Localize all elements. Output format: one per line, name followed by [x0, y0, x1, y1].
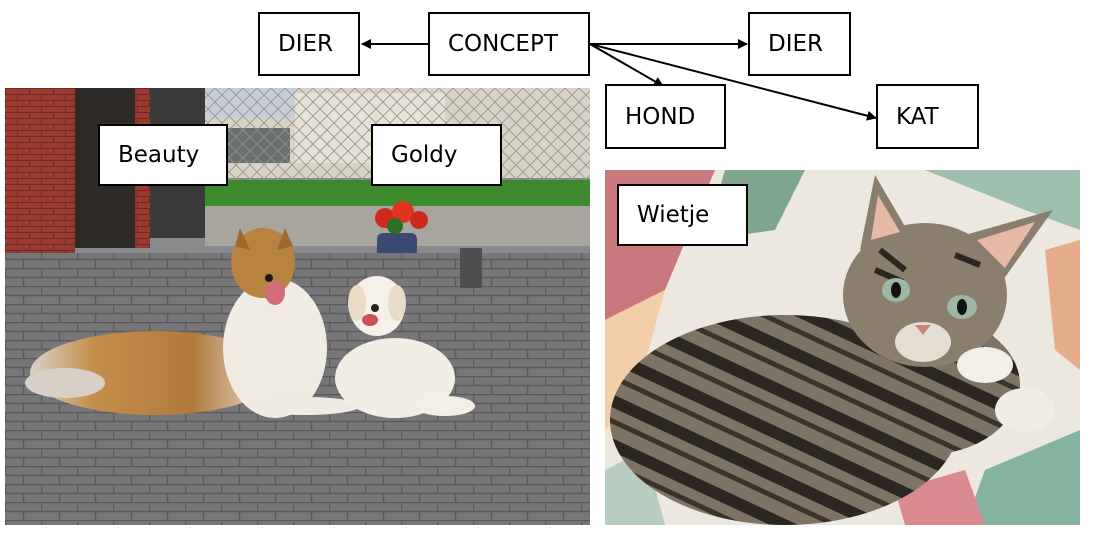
arrow-concept-to-hond: [589, 43, 664, 87]
hond-box: HOND: [605, 84, 726, 149]
beauty-label: Beauty: [98, 124, 228, 186]
concept-box: CONCEPT: [428, 12, 590, 76]
dogs-photo: [5, 88, 590, 525]
arrow-concept-to-kat: [589, 43, 877, 121]
wietje-label: Wietje: [617, 184, 748, 246]
kat-box: KAT: [876, 84, 979, 149]
dier-box-right: DIER: [748, 12, 851, 76]
dier-box-left: DIER: [258, 12, 360, 76]
goldy-label: Goldy: [371, 124, 502, 186]
